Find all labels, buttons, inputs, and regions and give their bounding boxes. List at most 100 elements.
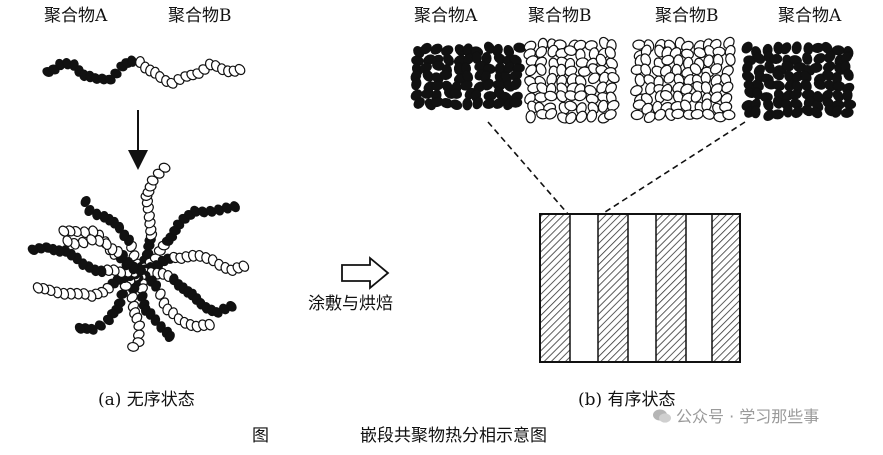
bead-a [824,79,836,92]
label-polymer-a: 聚合物A [44,6,108,26]
ordered-label-a2: 聚合物A [778,6,842,26]
bead-a [810,106,823,119]
bead-b [725,52,736,67]
bead-a [492,97,505,109]
bead-a [110,68,122,79]
bead-b [607,71,620,84]
bead-a [164,331,175,342]
ordered-label-b1: 聚合物B [528,6,592,26]
bead-a [782,104,793,118]
bead-a [823,61,836,73]
bead-b [606,99,620,112]
disordered-micelle [27,162,250,352]
bead-a [741,71,755,82]
bead-b [654,108,667,121]
bead-a [413,97,425,109]
bead-a [780,42,792,55]
bead-a [449,99,463,110]
bead-a [753,52,766,64]
bead-b [710,91,723,104]
bead-a [462,97,473,111]
bead-a [741,41,753,54]
bead-b [630,109,644,121]
bead-a [422,69,434,82]
bead-a [752,87,763,100]
bead-b [525,64,538,77]
bead-b [604,109,617,121]
bead-b [605,82,617,95]
bead-b [703,54,714,68]
bead-b [709,63,723,75]
bead-a [472,96,483,110]
bead-b [604,46,616,59]
bead-b [663,71,676,84]
watermark-text: 公众号 · 学习那些事 [676,407,820,426]
bead-b [722,109,736,121]
bead-b [689,63,702,76]
bead-a [430,43,443,55]
bead-b [155,288,166,300]
process-arrow [341,256,390,290]
bead-b [605,57,618,70]
figure-title: 嵌段共聚物热分相示意图 [360,426,547,446]
bead-b [32,282,44,294]
bead-a [764,61,775,74]
bead-a [831,105,842,118]
bead-a [84,204,95,217]
bead-b [62,235,73,247]
bead-a [823,51,836,63]
bead-a [791,106,804,119]
bead-a [102,314,114,326]
bead-a [800,70,812,83]
bead-a [809,62,823,73]
bead-b [126,291,138,303]
bead-a [27,244,39,255]
bead-b [690,90,703,103]
bead-a [442,53,455,66]
bead-a [226,300,237,312]
bead-b [661,54,675,66]
bead-b [525,110,536,124]
zoom-line-left [487,121,569,215]
bead-b [587,72,601,85]
bead-b [704,45,716,58]
bead-a [482,78,494,91]
lamellar-structure [539,213,741,363]
process-label: 涂敷与烘焙 [308,294,393,314]
bead-b [659,90,673,101]
bead-a [483,41,495,54]
bead-b [535,63,547,76]
bead-b [127,341,140,352]
figure-prefix: 图 [252,426,269,446]
label-polymer-b: 聚合物B [168,6,232,26]
bead-a [769,53,783,65]
bead-b [535,46,548,58]
bead-b [693,47,707,59]
bead-a [510,77,522,90]
bead-a [229,201,240,213]
bead-b [565,111,577,125]
bead-a [151,280,162,292]
bead-b [671,108,685,120]
bead-a [80,195,91,208]
lamella-a [711,213,741,363]
bead-a [750,105,761,119]
bead-a [116,289,128,299]
ordered-domains [410,36,857,125]
bead-b [574,90,587,102]
bead-b [721,81,734,94]
bead-a [509,97,523,108]
zoom-line-right [601,121,746,215]
bead-a [843,68,854,81]
bead-b [586,109,598,123]
bead-a [150,314,161,326]
bead-a [119,229,130,241]
bead-a [420,42,432,55]
bead-b [101,238,112,250]
bead-b [234,63,246,76]
bead-a [94,320,106,331]
lamella-a [655,213,687,363]
bead-b [133,320,145,331]
